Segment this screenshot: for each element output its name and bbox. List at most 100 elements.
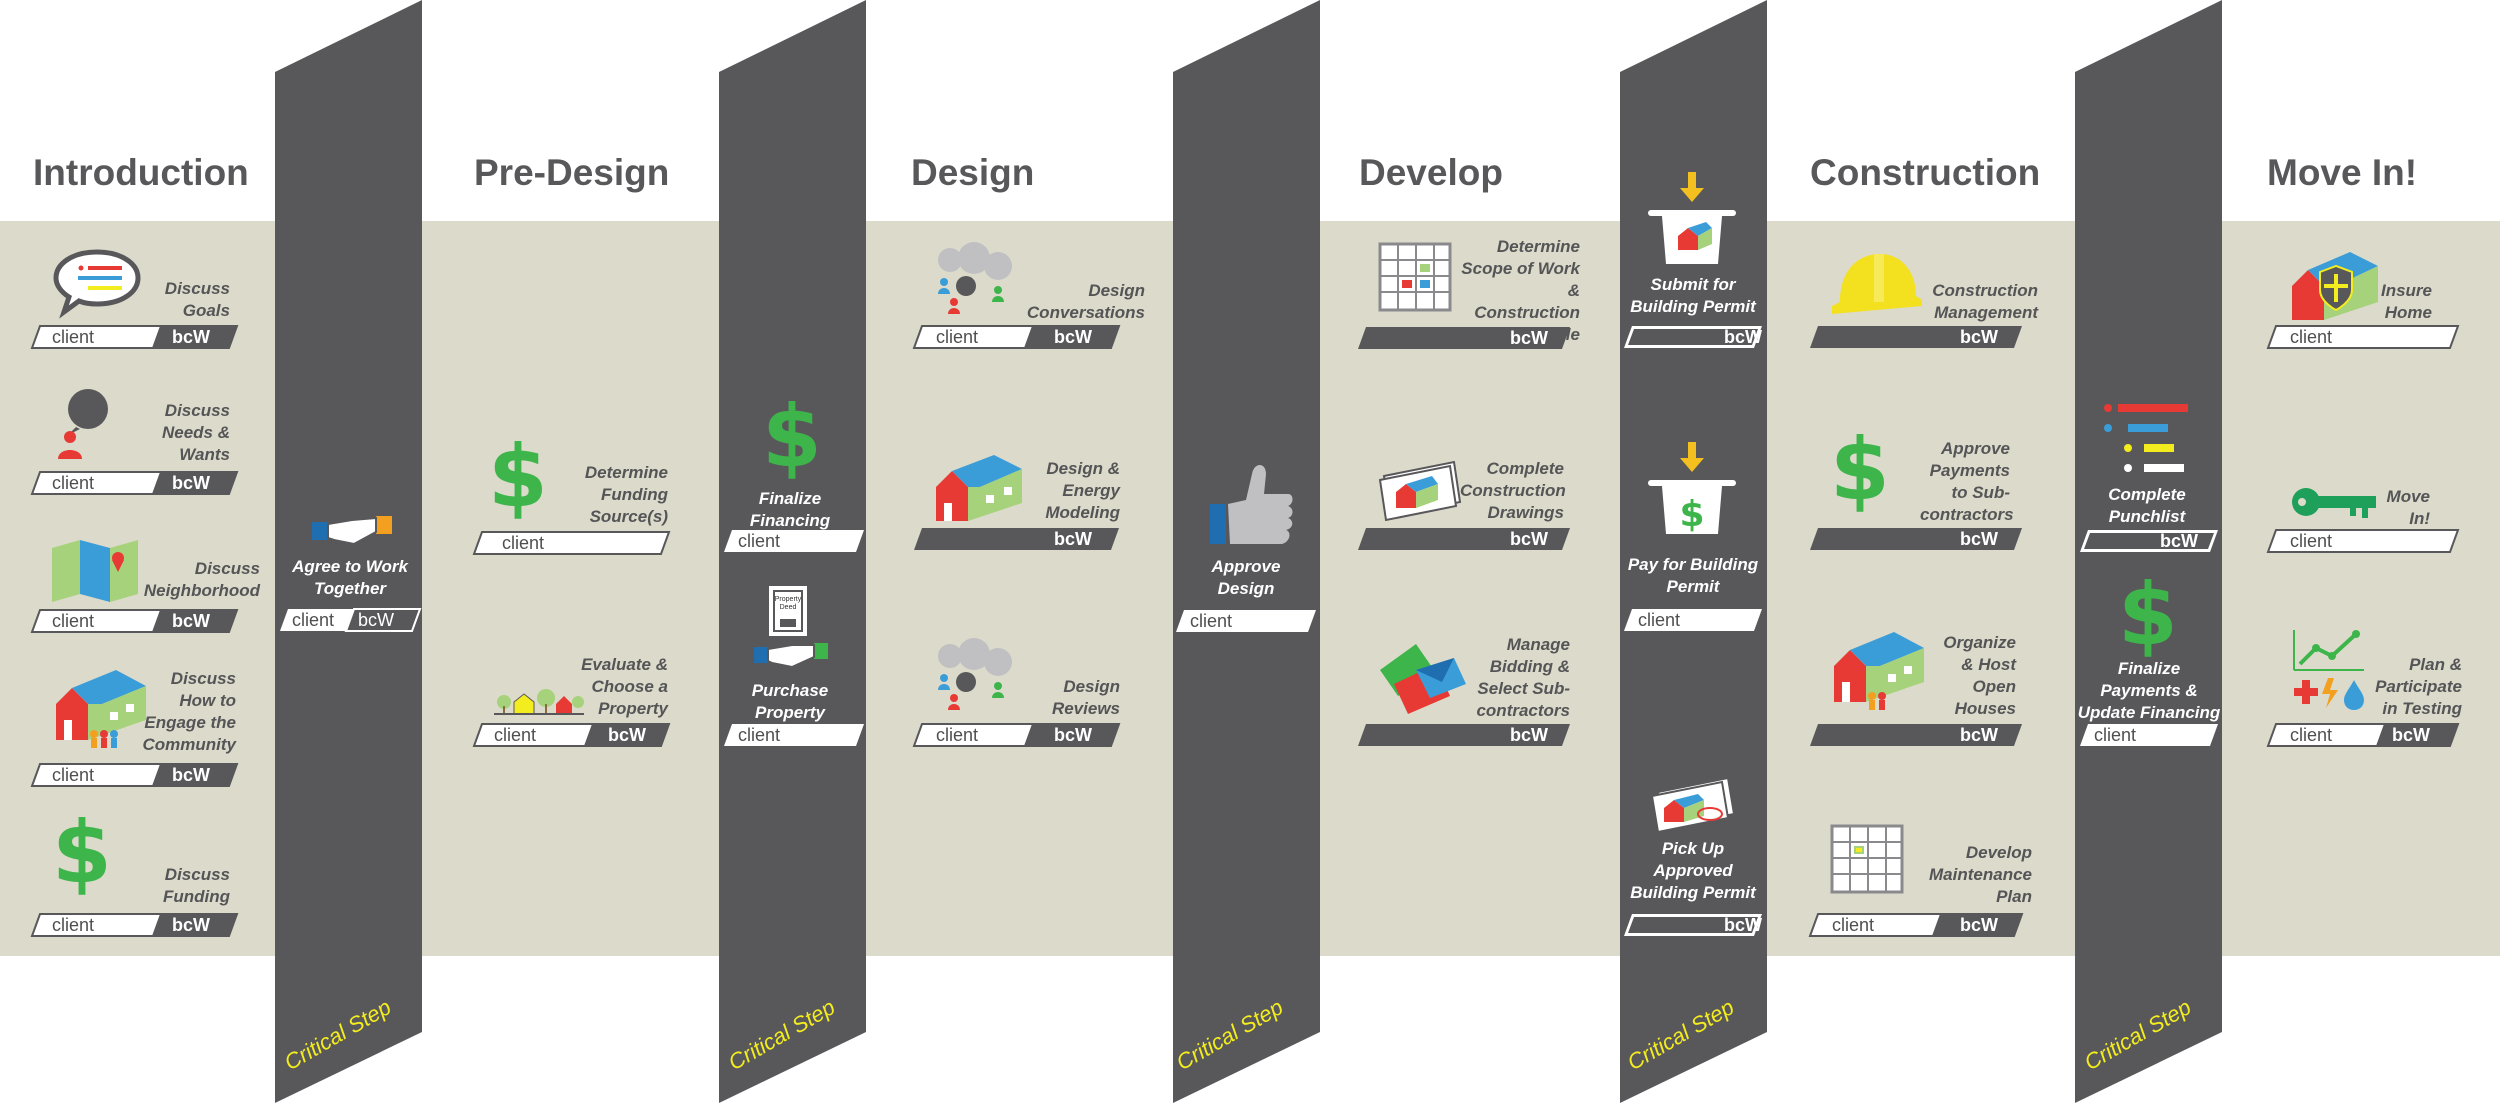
person-icon [58,389,108,459]
svg-text:bcW: bcW [608,725,646,745]
svg-text:bcW: bcW [2392,725,2430,745]
construction-drawings-label: Complete Construction Drawings [1460,459,1566,522]
complete-punchlist-label: Complete Punchlist [2108,485,2186,526]
house-community-icon [56,670,146,748]
svg-text:client: client [2094,725,2136,745]
svg-text:client: client [1190,611,1232,631]
phase-title-design: Design [911,152,1035,193]
house-icon [936,455,1022,521]
move-in-label: Move In! [2386,487,2430,528]
design-reviews-label: Design Reviews [1051,677,1120,718]
design-conversations-label: Design Conversations [1026,281,1145,322]
svg-text:client: client [52,765,94,785]
svg-text:client: client [494,725,536,745]
svg-text:bcW: bcW [1510,529,1548,549]
svg-text:bcW: bcW [172,611,210,631]
map-icon [52,540,138,602]
tag-bcw: bcW [172,327,210,347]
energy-modeling-label: Design & Energy Modeling [1045,459,1120,522]
tag-agree: client bcW [280,608,422,632]
dollar-icon: $ [52,803,112,903]
svg-text:bcW: bcW [172,915,210,935]
critical-step-label-5: Critical Step [2080,994,2196,1076]
list-icon [2104,404,2188,472]
critical-step-label-2: Critical Step [724,994,840,1076]
svg-text:bcW: bcW [1960,725,1998,745]
dollar-icon: $ [488,427,548,527]
tag-design-conversations: client bcW [912,325,1121,349]
svg-text:bcW: bcW [1054,725,1092,745]
svg-text:bcW: bcW [1510,328,1548,348]
tag-punchlist: bcW [2080,530,2218,552]
phase-title-move-in: Move In! [2267,152,2418,193]
svg-text:client: client [52,473,94,493]
tag-plan-testing: client bcW [2266,723,2460,747]
permit-slot-icon [1648,172,1736,264]
tag-scope-schedule: bcW [1358,327,1570,349]
tag-discuss-neighborhood: client bcW [30,609,239,633]
finalize-payments-label: Finalize Payments & Update Financing [2077,659,2221,722]
svg-text:client: client [52,611,94,631]
discuss-neighborhood-label: Discuss Neighborhood [143,559,260,600]
tag-finalize-payments: client [2080,724,2218,746]
speech-bubble-icon [53,249,141,319]
house-community-icon [1834,632,1924,710]
agree-work-together-label: Agree to Work Together [292,557,408,598]
svg-text:client: client [936,725,978,745]
approve-payments-label: Approve Payments to Sub- contractors [1920,439,2014,524]
phase-title-construction: Construction [1810,152,2041,193]
approve-design-label: Approve Design [1211,557,1281,598]
tag-move-in: client [2266,529,2460,553]
hardhat-icon [1832,254,1922,314]
maintenance-plan-label: Develop Maintenance Plan [1929,843,2032,906]
thumbs-up-icon [1210,465,1293,544]
envelopes-icon [1380,644,1466,714]
svg-text:bcW: bcW [1724,327,1762,347]
calendar-icon [1378,242,1452,312]
evaluate-property-label: Evaluate & Choose a Property [581,655,668,718]
tag-insure-home: client [2266,325,2460,349]
svg-text:bcW: bcW [172,473,210,493]
discuss-community-label: Discuss How to Engage the Community [142,669,237,754]
drawings-icon [1378,460,1462,522]
tag-pay-permit: client [1624,609,1762,631]
svg-text:bcW: bcW [2160,531,2198,551]
clouds-people-icon [938,242,1012,314]
tag-submit-permit: bcW [1624,326,1762,348]
svg-text:bcW: bcW [1960,915,1998,935]
manage-bidding-label: Manage Bidding & Select Sub- contractors [1476,635,1570,720]
discuss-funding-label: Discuss Funding [162,865,230,906]
tag-discuss-funding: client bcW [30,913,239,937]
finalize-financing-label: Finalize Financing [749,489,831,530]
tag-approve-payments: bcW [1810,528,2022,550]
critical-step-label-1: Critical Step [280,994,396,1076]
key-icon [2292,488,2376,518]
insure-home-label: Insure Home [2380,281,2432,322]
tag-maintenance-plan: client bcW [1808,913,2024,937]
tag-purchase-property: client [724,724,864,746]
phase-title-pre-design: Pre-Design [474,152,670,193]
svg-text:bcW: bcW [1510,725,1548,745]
discuss-needs-label: Discuss Needs & Wants [161,401,230,464]
svg-text:client: client [2290,327,2332,347]
plan-testing-label: Plan & Participate in Testing [2375,655,2462,718]
svg-text:client: client [738,531,780,551]
svg-text:bcW: bcW [1960,529,1998,549]
phase-title-develop: Develop [1359,152,1503,193]
clouds-people-icon [938,638,1012,710]
svg-text:client: client [52,915,94,935]
tag-finalize-financing: client [724,530,864,552]
approved-permit-icon [1650,776,1736,834]
tag-construction-drawings: bcW [1358,528,1570,550]
calendar-icon [1830,824,1904,894]
svg-text:client: client [2290,531,2332,551]
pay-permit-label: Pay for Building Permit [1627,555,1759,596]
svg-text:client: client [936,327,978,347]
dollar-icon: $ [2118,565,2178,665]
trees-icon [494,689,584,715]
open-houses-label: Organize & Host Open Houses [1943,633,2016,718]
tag-construction-management: bcW [1810,326,2022,348]
tag-design-reviews: client bcW [912,723,1121,747]
dollar-glyph: $ [1679,494,1704,535]
